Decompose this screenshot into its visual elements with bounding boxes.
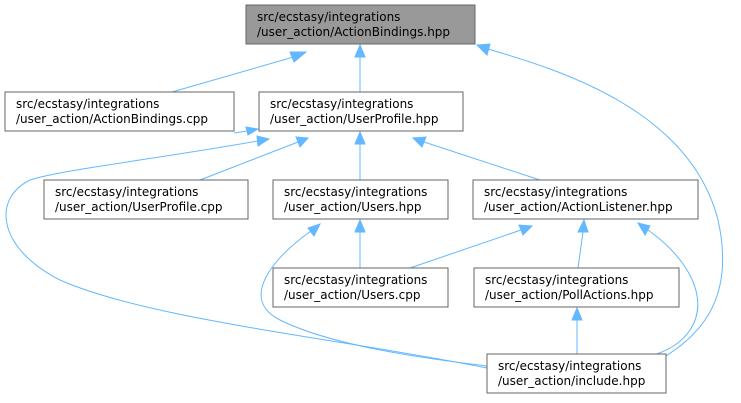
edge-line: [260, 230, 488, 367]
node-user-profile-cpp[interactable]: src/ecstasy/integrations /user_action/Us…: [43, 179, 249, 220]
edge-users-hpp-to-include-hpp: [260, 223, 488, 367]
node-action-bindings-cpp[interactable]: src/ecstasy/integrations /user_action/Ac…: [4, 91, 235, 132]
node-label-line2: /user_action/ActionBindings.hpp: [257, 25, 450, 39]
node-box: [258, 91, 464, 132]
edges-layer: [5, 43, 724, 369]
node-user-profile-hpp[interactable]: src/ecstasy/integrations /user_action/Us…: [258, 91, 464, 132]
node-label-line1: src/ecstasy/integrations: [484, 185, 627, 199]
node-users-cpp[interactable]: src/ecstasy/integrations /user_action/Us…: [272, 267, 449, 308]
edge-arrowhead: [256, 135, 271, 147]
edge-line: [199, 141, 299, 181]
node-label-line2: /user_action/Users.hpp: [284, 200, 421, 214]
node-label-line1: src/ecstasy/integrations: [485, 273, 628, 287]
node-box: [4, 91, 235, 132]
edge-arrowhead: [307, 223, 321, 237]
edge-action-bindings-hpp-to-include-hpp: [475, 43, 724, 367]
edge-arrowhead: [354, 43, 366, 58]
node-label-line2: /user_action/ActionListener.hpp: [484, 200, 673, 214]
edge-line: [577, 231, 584, 269]
node-label-line1: src/ecstasy/integrations: [284, 273, 427, 287]
edge-action-listener-hpp-to-poll-actions-hpp: [577, 218, 589, 269]
edge-line: [5, 140, 488, 369]
node-action-listener-hpp[interactable]: src/ecstasy/integrations /user_action/Ac…: [472, 179, 699, 220]
node-box: [272, 267, 449, 308]
node-label-line2: /user_action/UserProfile.cpp: [55, 200, 223, 214]
edge-arrowhead: [577, 218, 589, 233]
edge-action-listener-hpp-to-include-hpp: [636, 222, 699, 357]
edge-action-bindings-hpp-to-user-profile-hpp: [354, 43, 366, 92]
node-include-hpp[interactable]: src/ecstasy/integrations /user_action/in…: [486, 353, 667, 394]
node-label-line2: /user_action/Users.cpp: [284, 288, 420, 302]
node-label-line1: src/ecstasy/integrations: [498, 359, 641, 373]
nodes-layer: src/ecstasy/integrations /user_action/Ac…: [4, 4, 699, 394]
node-label-line1: src/ecstasy/integrations: [270, 97, 413, 111]
edge-user-profile-hpp-to-action-listener-hpp: [411, 136, 541, 181]
edge-arrowhead: [475, 43, 491, 56]
edge-line: [423, 141, 541, 181]
node-box: [43, 179, 249, 220]
edge-arrowhead: [354, 130, 366, 145]
edge-action-bindings-hpp-to-action-bindings-cpp: [171, 51, 308, 93]
edge-arrowhead: [354, 218, 366, 233]
edge-arrowhead: [411, 136, 427, 148]
node-poll-actions-hpp[interactable]: src/ecstasy/integrations /user_action/Po…: [473, 267, 680, 308]
node-box: [272, 179, 449, 220]
edge-line: [171, 55, 298, 93]
edge-line: [487, 48, 724, 367]
node-users-hpp[interactable]: src/ecstasy/integrations /user_action/Us…: [272, 179, 449, 220]
node-label-line2: /user_action/ActionBindings.cpp: [16, 112, 208, 126]
edge-arrowhead: [289, 51, 308, 63]
edge-user-profile-hpp-to-user-profile-cpp: [199, 136, 310, 181]
node-box: [245, 4, 476, 45]
node-box: [473, 267, 680, 308]
edge-line: [233, 130, 248, 134]
edge-arrowhead: [518, 224, 534, 236]
node-label-line1: src/ecstasy/integrations: [257, 10, 400, 24]
edge-arrowhead: [295, 136, 310, 148]
node-label-line1: src/ecstasy/integrations: [284, 185, 427, 199]
node-box: [486, 353, 667, 394]
edge-arrowhead: [245, 126, 260, 136]
edge-user-profile-hpp-to-users-hpp: [354, 130, 366, 180]
edge-users-hpp-to-users-cpp: [354, 218, 366, 268]
edge-arrowhead: [571, 306, 583, 321]
node-action-bindings-hpp[interactable]: src/ecstasy/integrations /user_action/Ac…: [245, 4, 476, 45]
node-label-line2: /user_action/UserProfile.hpp: [270, 112, 439, 126]
edge-line: [647, 229, 699, 357]
edge-poll-actions-hpp-to-include-hpp: [571, 306, 583, 354]
edge-arrowhead: [636, 222, 651, 237]
edge-line: [409, 229, 522, 269]
node-label-line2: /user_action/PollActions.hpp: [485, 288, 654, 302]
node-label-line1: src/ecstasy/integrations: [16, 97, 159, 111]
edge-action-listener-hpp-to-users-cpp: [409, 224, 534, 269]
node-label-line2: /user_action/include.hpp: [498, 374, 645, 388]
node-label-line1: src/ecstasy/integrations: [55, 185, 198, 199]
node-box: [472, 179, 699, 220]
edge-user-profile-hpp-to-include-hpp: [5, 135, 488, 369]
edge-user-profile-hpp-to-action-bindings-cpp: [233, 126, 260, 136]
